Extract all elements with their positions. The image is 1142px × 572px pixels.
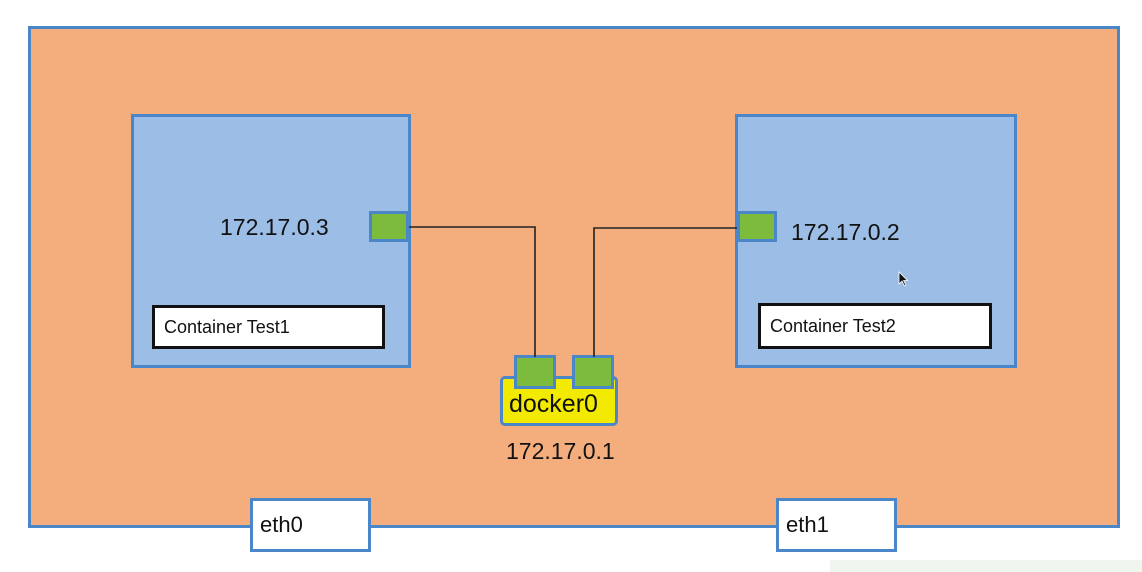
eth1-interface: eth1 [776, 498, 897, 552]
container-test1-label: Container Test1 [152, 305, 385, 349]
bottom-edge-strip [830, 560, 1142, 572]
docker0-port-right [572, 355, 614, 389]
container-test1-ip: 172.17.0.3 [220, 214, 329, 240]
container-test2-veth-port [737, 211, 777, 242]
docker0-port-left [514, 355, 556, 389]
container-test2-label: Container Test2 [758, 303, 992, 349]
docker0-label: docker0 [509, 390, 598, 418]
container-test2-ip: 172.17.0.2 [791, 219, 900, 245]
mouse-pointer-icon [898, 271, 910, 294]
container-test1-veth-port [369, 211, 409, 242]
eth0-interface: eth0 [250, 498, 371, 552]
docker0-ip: 172.17.0.1 [506, 438, 615, 464]
